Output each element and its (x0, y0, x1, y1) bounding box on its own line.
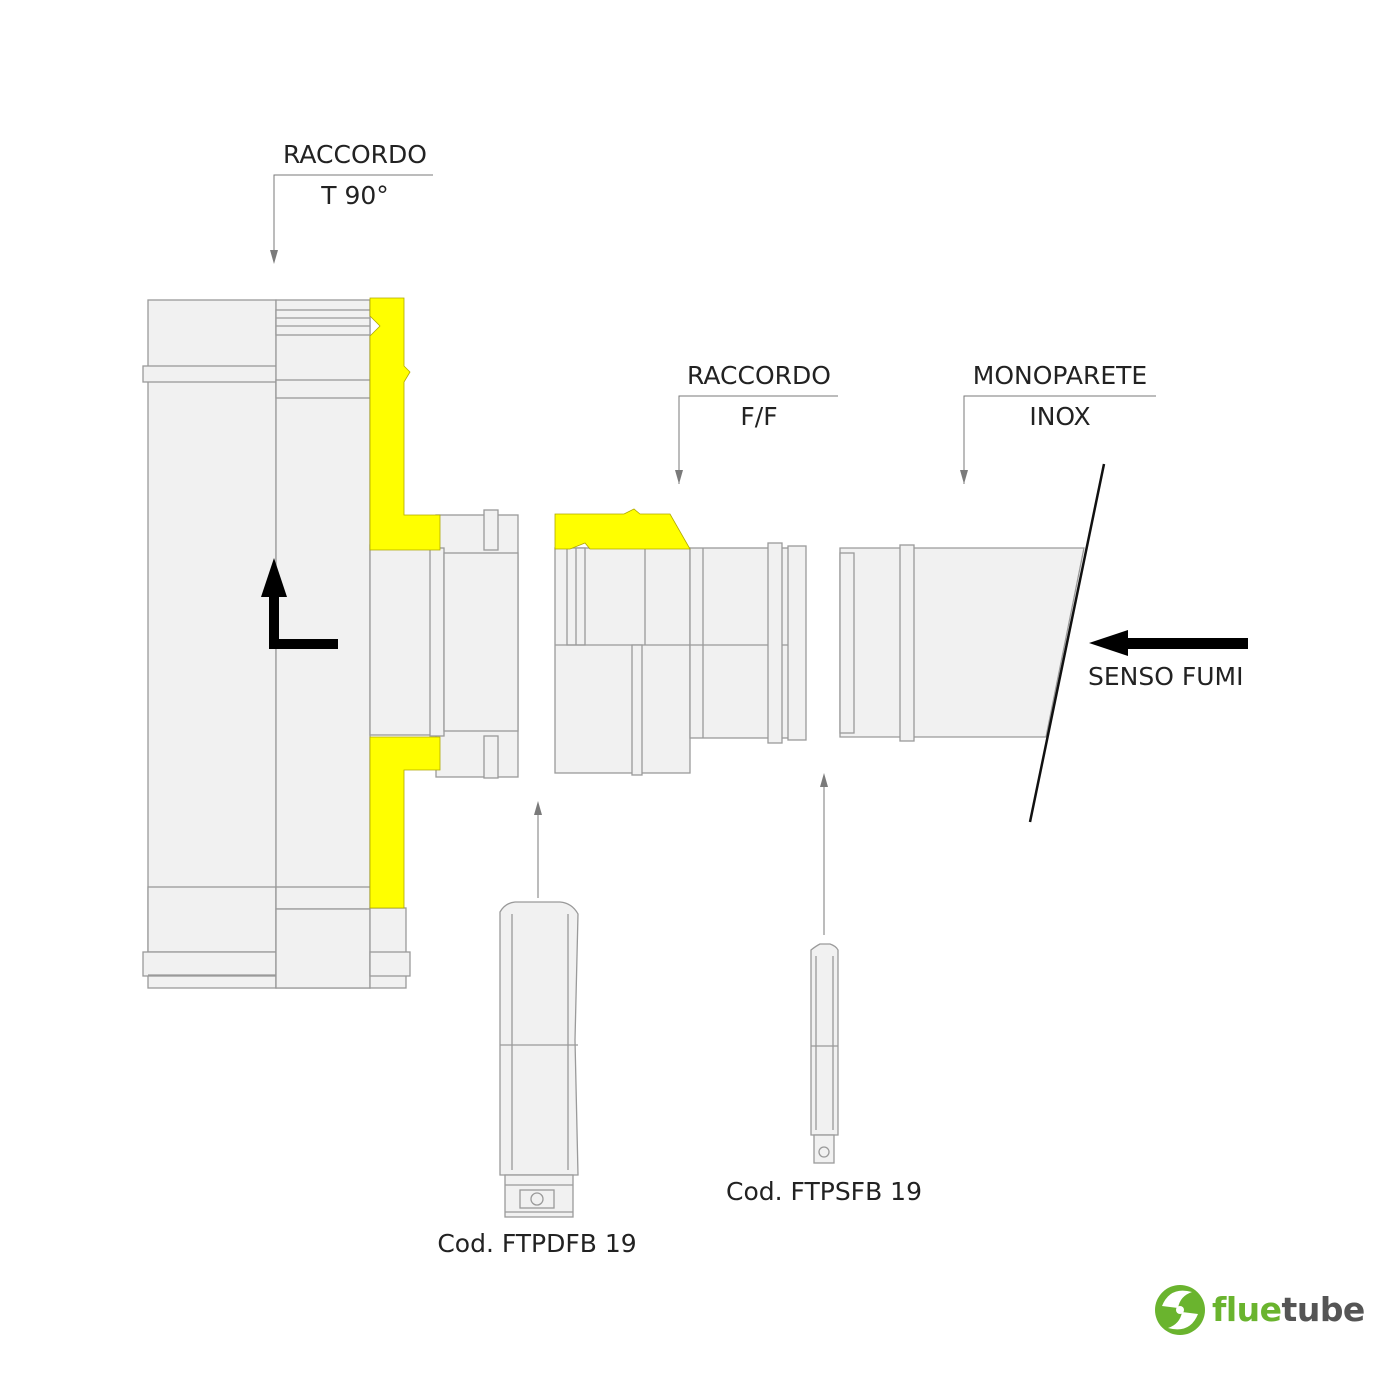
label-raccordo-ff-line2: F/F (740, 402, 778, 431)
t90-upper-insulation (369, 297, 441, 551)
t90-branch-socket (369, 509, 519, 779)
break-line (1028, 463, 1106, 823)
arrow-left-icon (1089, 630, 1248, 656)
label-senso-fumi: SENSO FUMI (1088, 662, 1244, 691)
ff-fitting (554, 542, 807, 776)
label-raccordo-t90-line1: RACCORDO (283, 140, 427, 169)
label-raccordo-t90-line2: T 90° (321, 181, 389, 210)
t90-lower-insulation (369, 736, 441, 909)
logo-text-tube: tube (1281, 1290, 1366, 1329)
clamp-ftpsfb (810, 943, 839, 1164)
leader-lines (273, 174, 1156, 935)
label-raccordo-ff-line1: RACCORDO (687, 361, 831, 390)
t90-outer-column (142, 299, 277, 989)
insulation-layers (369, 297, 691, 909)
ff-insulation (554, 508, 691, 550)
elbow-arrow-icon (261, 558, 338, 649)
label-cod-ftpdfb: Cod. FTPDFB 19 (437, 1229, 637, 1258)
brand-logo: fluetube (1212, 1290, 1365, 1329)
label-cod-ftpsfb: Cod. FTPSFB 19 (726, 1177, 922, 1206)
logo-text-flue: flue (1212, 1290, 1282, 1329)
fluetube-swirl-icon (1155, 1285, 1205, 1335)
clamp-ftpdfb (499, 901, 579, 1218)
leader-arrowheads (270, 250, 968, 815)
monoparete-pipe (839, 544, 1085, 742)
label-monoparete-line1: MONOPARETE (972, 361, 1148, 390)
label-monoparete-line2: INOX (1029, 402, 1091, 431)
t90-bottom-collar (369, 907, 411, 989)
